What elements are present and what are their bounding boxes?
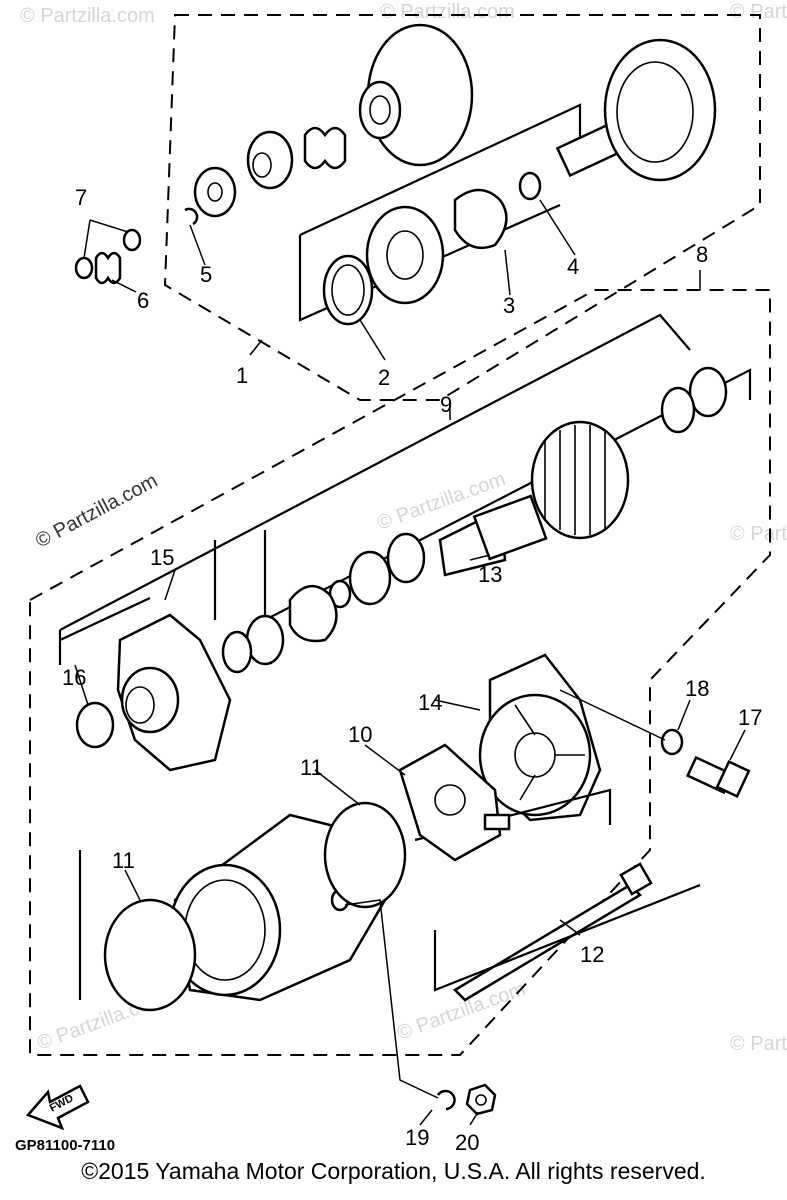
armature-13 xyxy=(438,420,630,577)
callout-4: 4 xyxy=(567,254,579,279)
washer xyxy=(688,366,728,418)
clutch-drum xyxy=(358,23,474,167)
callout-14: 14 xyxy=(418,690,442,715)
through-bolt-12 xyxy=(452,862,653,1002)
o-ring-16 xyxy=(75,701,115,749)
bearing xyxy=(365,205,445,305)
bolt-frame xyxy=(433,883,701,992)
clip-4 xyxy=(518,171,542,201)
callout-5: 5 xyxy=(200,262,212,287)
callout-13: 13 xyxy=(478,562,502,587)
callout-12: 12 xyxy=(580,942,604,967)
group-9-armature xyxy=(58,313,752,674)
gasket-11 xyxy=(103,898,197,1012)
callout-10: 10 xyxy=(348,722,372,747)
callout-11-upper: 11 xyxy=(300,755,323,780)
callout-2: 2 xyxy=(378,365,390,390)
callout-17: 17 xyxy=(738,705,762,730)
group-1-dashed-boundary xyxy=(163,14,761,401)
callout-6: 6 xyxy=(137,288,149,313)
group-9-frame-top xyxy=(59,313,691,631)
group-8-dashed-boundary xyxy=(29,289,771,1056)
diagram-code: GP81100-7110 xyxy=(15,1137,115,1154)
fwd-arrow-icon: FWD xyxy=(25,1084,90,1131)
callout-8: 8 xyxy=(696,242,708,267)
group-9-frame-inner xyxy=(263,368,752,622)
callout-20: 20 xyxy=(455,1130,479,1155)
circlip-5 xyxy=(184,207,199,226)
callout-18: 18 xyxy=(685,676,709,701)
watermark-faint: © Partzilla.com xyxy=(730,523,787,545)
brush-holder-10 xyxy=(398,743,511,862)
callout-9: 9 xyxy=(440,392,452,417)
nut-20 xyxy=(465,1083,497,1116)
screw-17 xyxy=(685,755,751,798)
washer xyxy=(193,166,237,218)
watermark-faint: © Partzilla.com xyxy=(730,1,787,23)
watermark-main: © Partzilla.com xyxy=(32,470,161,553)
callout-11-lower: 11 xyxy=(112,848,135,873)
washer-18 xyxy=(660,728,684,756)
callout-labels: 1 2 3 4 5 6 7 8 9 10 11 11 12 13 14 15 1… xyxy=(62,185,762,1155)
plate xyxy=(288,585,338,643)
callout-16: 16 xyxy=(62,665,86,690)
shaft-gear xyxy=(555,38,717,182)
watermark-faint: © Partzilla.com xyxy=(730,1033,787,1055)
callout-19: 19 xyxy=(405,1125,429,1150)
washer xyxy=(660,386,696,434)
callout-7: 7 xyxy=(75,185,87,210)
leader-lines xyxy=(74,199,746,1126)
group-15-frame xyxy=(59,597,151,641)
parts-6-7-spring-and-washers xyxy=(74,219,142,293)
rear-cover-14 xyxy=(478,653,602,822)
washer xyxy=(386,532,426,584)
group-1-clutch-assembly xyxy=(163,14,761,401)
watermark-faint: © Partzilla.com xyxy=(20,5,155,27)
bearing xyxy=(221,630,253,674)
callout-15: 15 xyxy=(150,545,174,570)
clutch-spring xyxy=(303,126,347,170)
watermark-faint: © Partzilla.com xyxy=(380,1,515,23)
copyright-notice: ©2015 Yamaha Motor Corporation, U.S.A. A… xyxy=(81,1158,706,1184)
clip-19 xyxy=(436,1089,456,1111)
gasket-11 xyxy=(323,801,407,909)
front-cover-15 xyxy=(116,613,232,772)
washer xyxy=(348,550,392,606)
callout-1: 1 xyxy=(236,363,248,388)
callout-3: 3 xyxy=(503,293,515,318)
washer xyxy=(245,614,285,666)
lock-plate-3 xyxy=(453,188,508,250)
